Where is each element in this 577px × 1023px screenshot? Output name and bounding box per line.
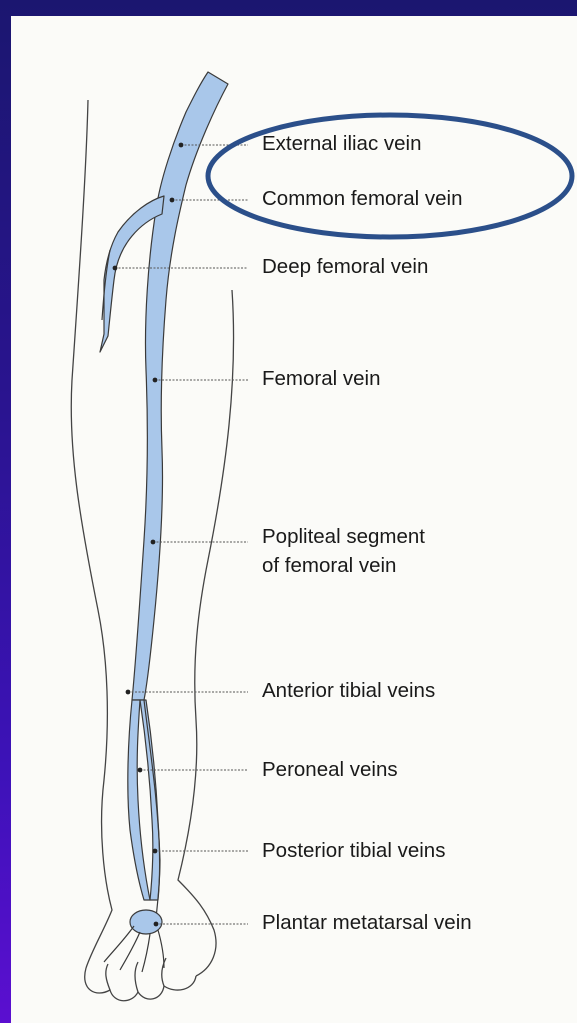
label-of-femoral-vein: of femoral vein xyxy=(262,553,396,579)
label-common-femoral-vein: Common femoral vein xyxy=(262,186,463,212)
toe-lines xyxy=(106,958,166,992)
foot-toes xyxy=(85,968,196,1001)
dot-external-iliac xyxy=(179,143,184,148)
dot-peroneal xyxy=(138,768,143,773)
dot-common-femoral xyxy=(170,198,175,203)
label-anterior-tibial-veins: Anterior tibial veins xyxy=(262,678,435,704)
dot-plantar-metatarsal xyxy=(154,922,159,927)
veins xyxy=(100,72,228,972)
dot-posterior-tibial xyxy=(153,849,158,854)
dot-anterior-tibial xyxy=(126,690,131,695)
label-femoral-vein: Femoral vein xyxy=(262,366,381,392)
label-external-iliac-vein: External iliac vein xyxy=(262,131,422,157)
label-peroneal-veins: Peroneal veins xyxy=(262,757,398,783)
label-plantar-metatarsal-vein: Plantar metatarsal vein xyxy=(262,910,472,936)
plantar-metatarsal-veins xyxy=(104,926,164,972)
leg-outline-left xyxy=(71,100,112,968)
dot-popliteal xyxy=(151,540,156,545)
label-deep-femoral-vein: Deep femoral vein xyxy=(262,254,428,280)
dot-femoral xyxy=(153,378,158,383)
label-popliteal-segment: Popliteal segment xyxy=(262,524,425,550)
dot-deep-femoral xyxy=(113,266,118,271)
leg-outline-right xyxy=(178,290,234,976)
external-iliac-and-femoral-vein xyxy=(132,72,228,700)
label-posterior-tibial-veins: Posterior tibial veins xyxy=(262,838,445,864)
